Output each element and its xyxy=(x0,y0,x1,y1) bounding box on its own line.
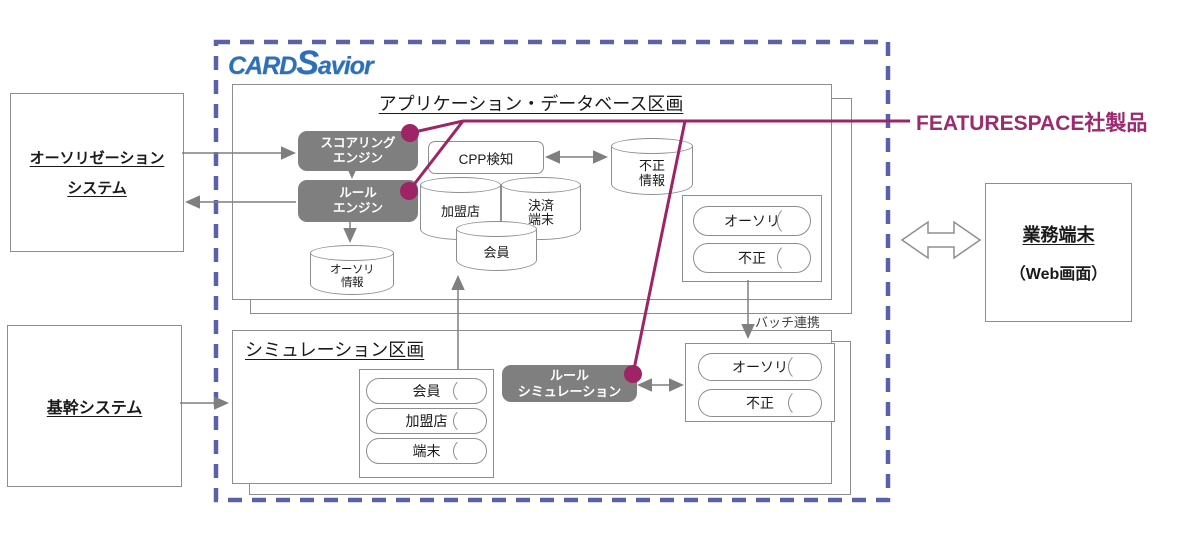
app-auth-file-cylinder: オーソリ xyxy=(693,206,811,236)
merchant-db-label: 加盟店 xyxy=(440,204,480,219)
scoring-engine-box: スコアリング エンジン xyxy=(298,131,418,171)
logo-text-s: S xyxy=(296,44,319,82)
cpp-detection-box: CPP検知 xyxy=(428,141,544,174)
rule-engine-label-line1: ルール xyxy=(339,186,377,200)
double-arrow-terminal-icon xyxy=(900,220,982,260)
member-db-cylinder: 会員 xyxy=(456,221,537,271)
sim-merchant-db-cylinder: 加盟店 xyxy=(366,408,487,434)
rule-simulation-label-line1: ルール xyxy=(549,367,589,383)
fraud-info-db-cylinder: 不正 情報 xyxy=(611,138,693,195)
authorization-system-box: オーソリゼーション システム xyxy=(10,93,184,252)
app-auth-file-label: オーソリ xyxy=(724,213,780,229)
core-system-box: 基幹システム xyxy=(7,325,182,487)
sim-fraud-file-cylinder: 不正 xyxy=(698,389,822,417)
core-system-label: 基幹システム xyxy=(46,400,143,417)
sim-file-box: オーソリ 不正 xyxy=(685,343,835,422)
sim-member-db-label: 会員 xyxy=(412,383,441,399)
sim-auth-file-cylinder: オーソリ xyxy=(698,353,822,381)
payment-terminal-db-label-line1: 決済 xyxy=(527,198,554,213)
rule-engine-label-line2: エンジン xyxy=(332,201,383,215)
logo-text-avior: avior xyxy=(317,52,374,80)
app-db-section-title: アプリケーション・データベース区画 xyxy=(378,94,684,114)
authorization-system-label-line2: システム xyxy=(67,180,127,197)
app-fraud-file-cylinder: 不正 xyxy=(693,243,811,273)
scoring-engine-label-line2: エンジン xyxy=(332,151,383,165)
sim-terminal-db-cylinder: 端末 xyxy=(366,438,487,464)
cpp-detection-label: CPP検知 xyxy=(458,151,514,167)
business-terminal-box: 業務端末 （Web画面） xyxy=(985,183,1132,322)
app-file-box: オーソリ 不正 xyxy=(682,195,822,282)
rule-engine-box: ルール エンジン xyxy=(298,180,418,222)
auth-info-db-label-line2: 情報 xyxy=(341,277,364,289)
authorization-system-label-line1: オーソリゼーション xyxy=(29,150,165,167)
sim-auth-file-label: オーソリ xyxy=(732,359,788,375)
sim-terminal-db-label: 端末 xyxy=(412,443,441,459)
sim-fraud-file-label: 不正 xyxy=(746,395,774,411)
auth-info-db-cylinder: オーソリ 情報 xyxy=(310,245,394,295)
logo-text-card: CARD xyxy=(228,52,297,80)
fraud-info-db-label-line2: 情報 xyxy=(638,172,665,188)
app-fraud-file-label: 不正 xyxy=(738,250,766,266)
rule-simulation-label-line2: シミュレーション xyxy=(517,383,622,399)
fraud-info-db-label-line1: 不正 xyxy=(638,158,665,174)
rule-simulation-box: ルール シミュレーション xyxy=(502,365,637,402)
simulation-section-title: シミュレーション区画 xyxy=(245,340,425,360)
simulation-db-box: 会員 加盟店 端末 xyxy=(359,369,494,478)
batch-link-label: バッチ連携 xyxy=(755,315,821,330)
scoring-engine-label-line1: スコアリング xyxy=(320,136,396,150)
featurespace-product-label: FEATURESPACE社製品 xyxy=(916,112,1148,135)
sim-member-db-cylinder: 会員 xyxy=(366,378,487,404)
auth-info-db-label-line1: オーソリ xyxy=(330,264,375,277)
member-db-label: 会員 xyxy=(483,244,510,260)
business-terminal-label: 業務端末 xyxy=(1022,225,1095,245)
sim-merchant-db-label: 加盟店 xyxy=(405,413,448,429)
business-terminal-sublabel: （Web画面） xyxy=(1009,266,1108,283)
